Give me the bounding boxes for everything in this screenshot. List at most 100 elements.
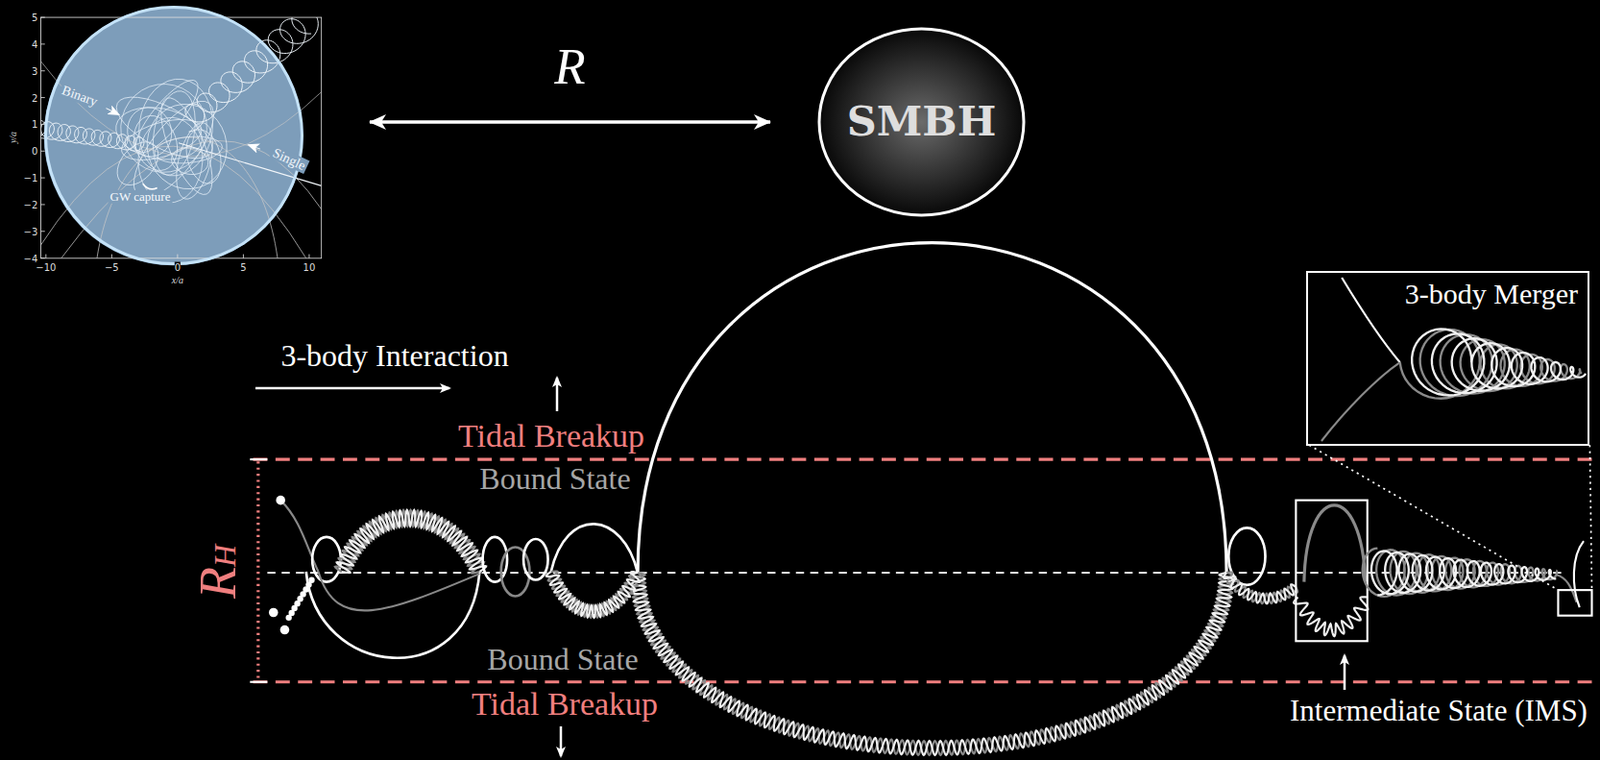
pointer-arrow: [248, 145, 261, 149]
axis-tick: [41, 43, 46, 45]
bound-label: Bound State: [486, 642, 638, 677]
body-dot: [308, 577, 315, 583]
body-dot: [280, 625, 291, 635]
axis-tick-label: −10: [35, 262, 56, 273]
pointer-arrow: [106, 108, 120, 115]
axis-tick-label: −5: [104, 262, 120, 273]
ims-box: [1295, 500, 1367, 642]
orbit-loop: [1304, 505, 1366, 582]
direction-arrow: [255, 387, 450, 390]
direction-arrow: [1343, 654, 1347, 690]
binary-track: [185, 17, 318, 132]
phase-label: 3-body Interaction: [280, 339, 509, 373]
tidal-limit-line: [253, 458, 1593, 461]
orbit-loop: [312, 536, 341, 582]
binary-band: [546, 571, 640, 618]
gw-capture-mark: [143, 183, 158, 190]
axis-tick-label: −1: [24, 172, 39, 184]
orbit-loop: [117, 111, 207, 169]
single-track: [318, 571, 481, 610]
merger-spiral: [1411, 328, 1586, 395]
axis-tick: [111, 254, 113, 259]
distance-arrow: [369, 120, 771, 124]
orbit-loop: [119, 81, 210, 174]
orbit-loop: [169, 119, 220, 203]
axis-tick: [45, 254, 47, 259]
binary-band: [1293, 596, 1368, 636]
axis-tick: [242, 254, 244, 259]
orbit-loop: [306, 571, 481, 658]
binary-band: [630, 572, 1235, 755]
tidal-limit-line: [253, 679, 1593, 683]
axis-tick: [41, 17, 46, 19]
excursion-orbit: [637, 242, 1227, 573]
axis-tick: [308, 254, 310, 259]
axis-tick: [176, 254, 178, 259]
merger-track: [1574, 540, 1584, 607]
binary-band: [337, 509, 487, 573]
smbh-label: SMBH: [847, 98, 997, 145]
zoom-box: [1557, 589, 1592, 616]
axis-tick-label: −2: [24, 198, 39, 210]
orbit-loop: [551, 523, 638, 573]
binary-band: [1223, 572, 1296, 604]
axis-tick-label: 3: [31, 65, 38, 76]
smbh-ellipse: SMBH: [817, 26, 1026, 218]
tidal-label: Tidal Breakup: [458, 417, 645, 454]
axis-tick-label: 5: [240, 262, 246, 273]
trajectories: [41, 17, 322, 259]
edge-label: R: [554, 38, 585, 95]
axis-tick-label: 4: [31, 38, 38, 49]
axis-tick-label: −3: [24, 225, 39, 237]
bracket-tick: [249, 680, 267, 683]
merger-track: [1341, 277, 1401, 363]
axis-tick: [41, 177, 46, 179]
merger-inset-box: 3-body Merger: [1306, 270, 1590, 446]
axis-tick: [41, 70, 46, 72]
hill-radius-bracket: [256, 460, 260, 679]
body-dot: [275, 495, 286, 506]
axes-frame: [41, 17, 322, 259]
zoom-leader: [1309, 444, 1558, 590]
zoom-leader: [1589, 444, 1592, 590]
axis-tick-label: 2: [31, 92, 38, 103]
axis-tick-label: 0: [174, 262, 181, 273]
axis-tick: [41, 230, 46, 232]
merger-track: [1321, 362, 1401, 441]
axis-title: y/a: [7, 131, 19, 144]
smbh-shape: [819, 28, 1024, 216]
inset-title: 3-body Merger: [1403, 277, 1580, 310]
hill-radius-label: RH: [190, 544, 247, 599]
orbit-loop: [121, 102, 177, 162]
axis-tick-label: 1: [31, 119, 38, 130]
axis-tick-label: 10: [303, 262, 316, 273]
track-label: Binary: [58, 82, 102, 111]
tidal-label: Tidal Breakup: [471, 685, 658, 722]
axis-tick-label: 0: [31, 145, 38, 157]
bracket-tick: [249, 458, 267, 461]
ims-label: Intermediate State (IMS): [1289, 694, 1588, 728]
axis-tick-label: 5: [31, 12, 38, 24]
axis-tick: [41, 203, 46, 205]
orbit-line: [41, 61, 322, 157]
track-label: GW capture: [108, 190, 173, 204]
binary-band: [1226, 571, 1298, 604]
bound-label: Bound State: [479, 461, 631, 496]
axis-tick: [41, 257, 46, 259]
orbit-loop: [136, 94, 237, 199]
axis-tick: [41, 96, 46, 98]
binary-track: [41, 116, 145, 153]
direction-arrow: [556, 377, 559, 412]
body-dot: [268, 607, 279, 618]
orbit-loop: [523, 538, 549, 581]
single-track: [178, 143, 322, 187]
binary-spiral: [1371, 550, 1556, 595]
binary-band: [630, 572, 1235, 755]
direction-arrow: [559, 726, 563, 756]
hill-sphere-circle: BinarySingleGW capture: [44, 5, 304, 266]
axis-title: x/a: [171, 274, 184, 286]
track-label: Single: [268, 145, 311, 175]
